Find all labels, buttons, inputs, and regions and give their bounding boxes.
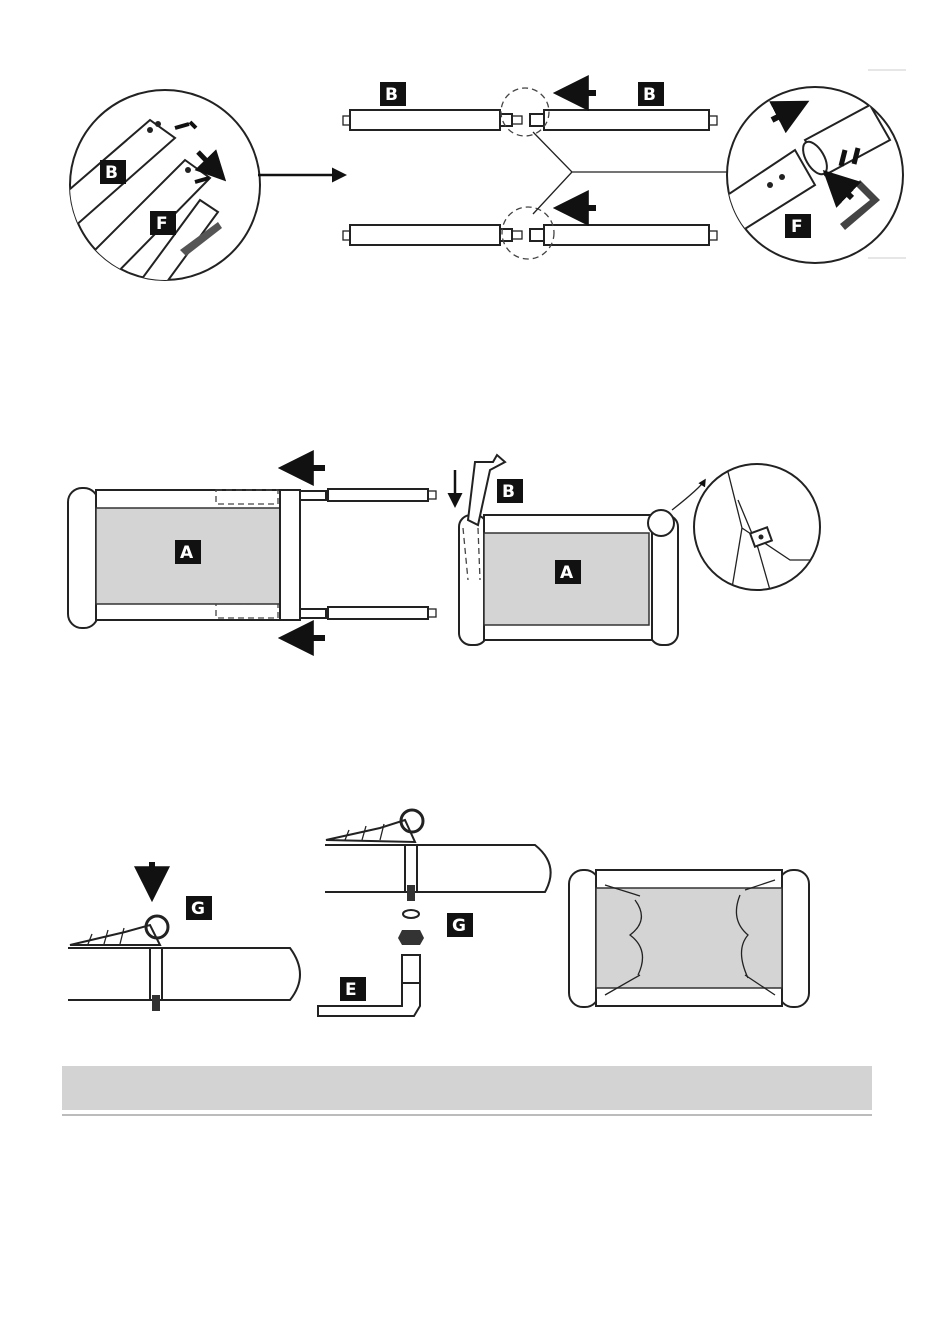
label-b-tube-left: B — [380, 82, 406, 106]
label-g-text: G — [452, 916, 466, 936]
right-detail-circle — [720, 70, 906, 263]
label-a-left-frame: A — [175, 540, 201, 564]
label-a-text: A — [180, 543, 194, 563]
label-e-middle: E — [340, 977, 366, 1001]
left-detail-circle — [40, 90, 260, 305]
label-e-text: E — [345, 980, 357, 1000]
label-a-text: A — [560, 563, 574, 583]
step2-diagram: A B A — [68, 455, 830, 645]
frame-left — [68, 468, 436, 638]
label-f-left-circle: F — [150, 211, 176, 235]
label-g-middle: G — [447, 913, 473, 937]
label-b-right-frame: B — [497, 479, 523, 503]
label-b-left-circle: B — [100, 160, 126, 184]
callout-lines — [533, 132, 728, 214]
tube-pair-bottom — [343, 207, 717, 259]
label-a-right-frame: A — [555, 560, 581, 584]
label-f-right-circle: F — [785, 214, 811, 238]
label-f-text: F — [156, 214, 168, 234]
zoom-detail-circle — [694, 460, 830, 600]
eyelet-left — [68, 862, 300, 1011]
label-f-text: F — [791, 217, 803, 237]
label-b-text: B — [385, 85, 398, 105]
label-b-text: B — [105, 163, 118, 183]
label-g-text: G — [191, 899, 205, 919]
label-b-tube-right: B — [638, 82, 664, 106]
label-g-left: G — [186, 896, 212, 920]
step3-diagram: G G E — [68, 810, 809, 1016]
assembled-frame — [569, 870, 809, 1007]
label-b-text: B — [502, 482, 515, 502]
footer-bar — [62, 1066, 872, 1110]
label-b-text: B — [643, 85, 656, 105]
step1-diagram: B F — [40, 70, 906, 305]
footer-divider — [62, 1114, 872, 1116]
frame-right — [455, 455, 705, 645]
